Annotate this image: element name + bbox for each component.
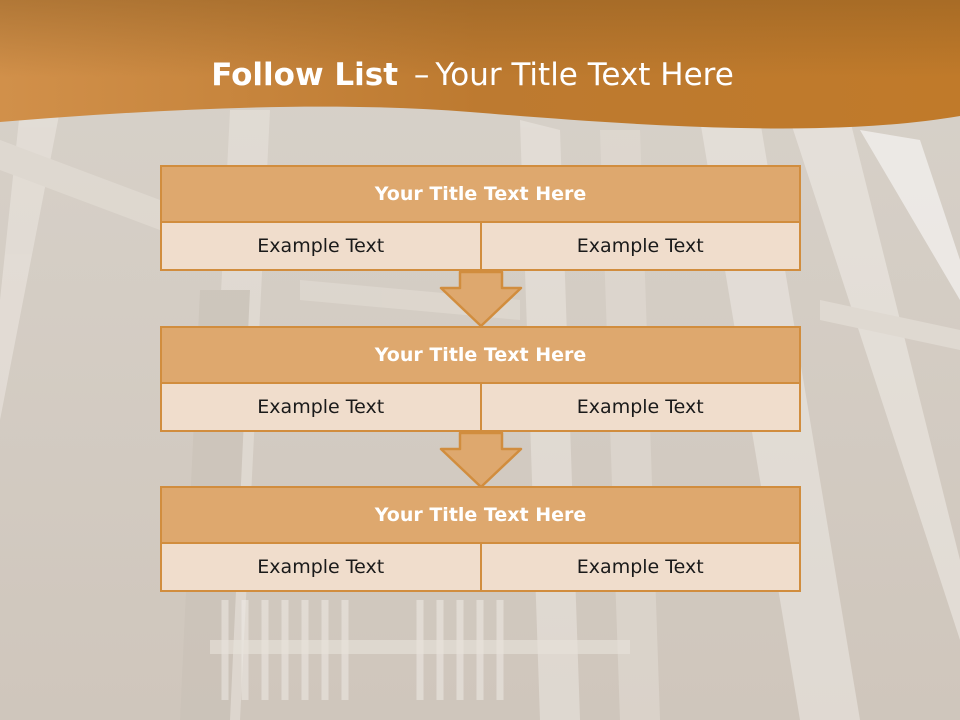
down-arrow-icon [439, 431, 523, 489]
list-block-2: Your Title Text Here Example Text Exampl… [160, 326, 801, 432]
block-title: Your Title Text Here [162, 488, 799, 544]
block-row: Example Text Example Text [162, 223, 799, 269]
block-cell-right: Example Text [479, 384, 799, 430]
block-cell-left: Example Text [162, 544, 480, 590]
block-title: Your Title Text Here [162, 328, 799, 384]
block-cell-right: Example Text [479, 544, 799, 590]
list-block-1: Your Title Text Here Example Text Exampl… [160, 165, 801, 271]
block-cell-right: Example Text [479, 223, 799, 269]
slide-title-separator: – [413, 57, 430, 93]
slide-title-rest: Your Title Text Here [435, 57, 734, 93]
block-cell-left: Example Text [162, 384, 480, 430]
block-title: Your Title Text Here [162, 167, 799, 223]
slide-title-bold: Follow List [211, 57, 399, 93]
block-cell-left: Example Text [162, 223, 480, 269]
block-row: Example Text Example Text [162, 544, 799, 590]
block-row: Example Text Example Text [162, 384, 799, 430]
down-arrow-icon [439, 270, 523, 328]
list-block-3: Your Title Text Here Example Text Exampl… [160, 486, 801, 592]
slide-title: Follow List –Your Title Text Here [0, 52, 945, 98]
